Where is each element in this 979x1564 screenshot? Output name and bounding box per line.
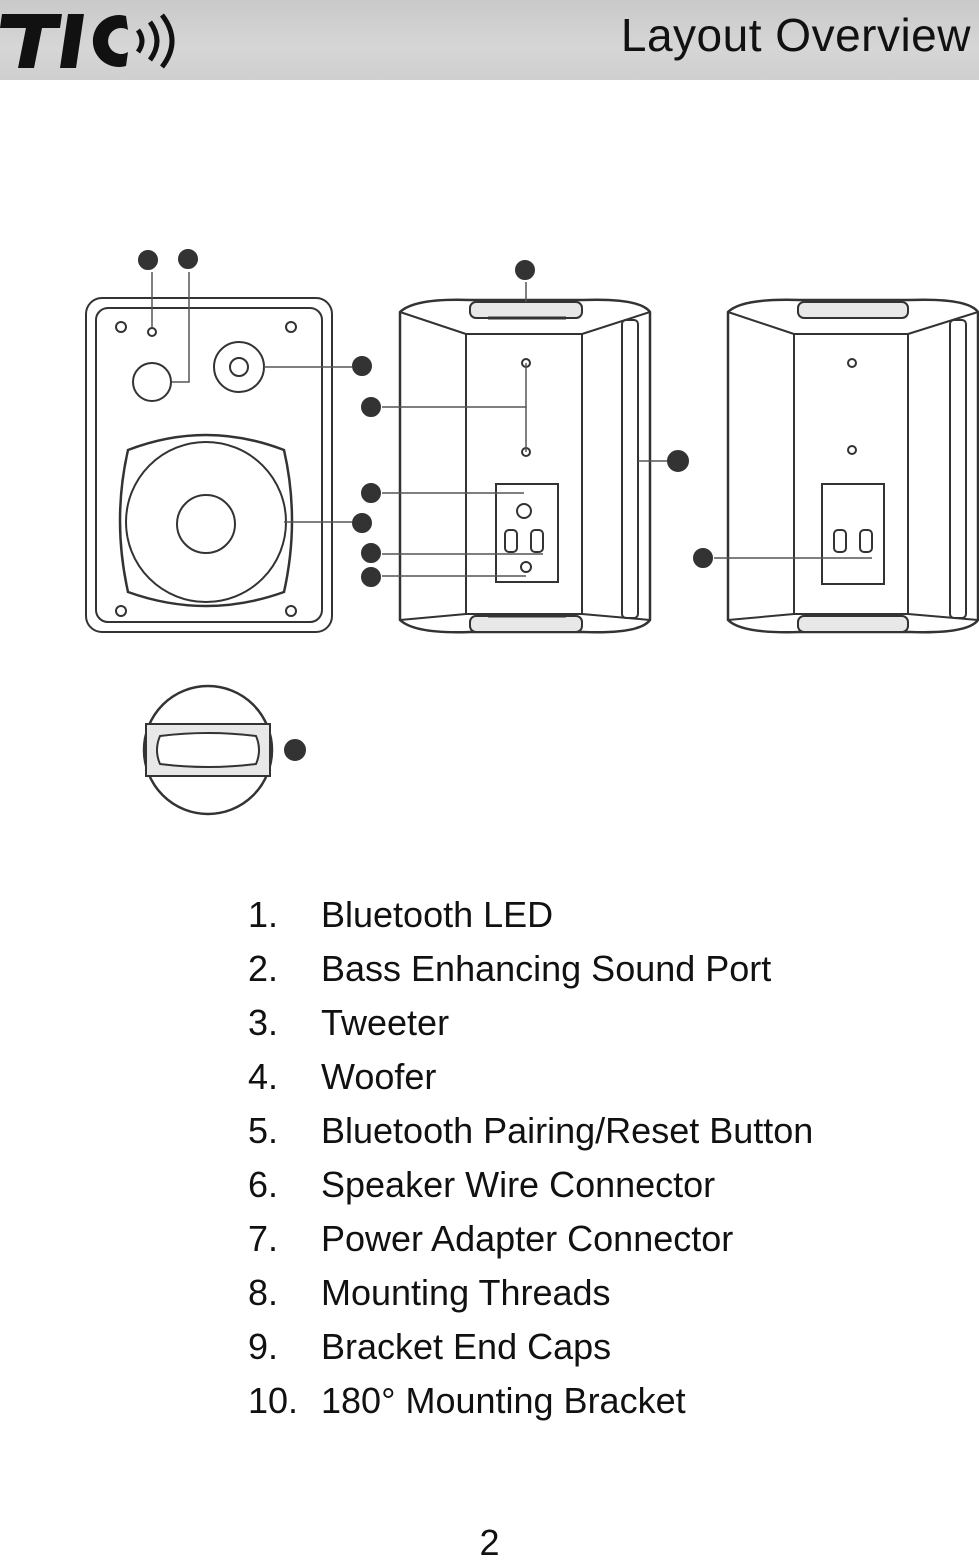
- speaker-front-view: [85, 297, 333, 633]
- svg-text:1: 1: [145, 253, 152, 267]
- svg-text:10: 10: [672, 457, 684, 468]
- callout-7: 7: [361, 483, 381, 503]
- callout-1: 1: [138, 250, 158, 270]
- speaker-rear-view: [398, 298, 652, 634]
- svg-text:6: 6: [368, 546, 375, 560]
- list-item: 5.Bluetooth Pairing/Reset Button: [248, 1110, 814, 1151]
- svg-text:5: 5: [368, 570, 375, 584]
- svg-text:6: 6: [700, 551, 707, 565]
- speaker-diagram: 1 2 3 4 5 6 7 8 9 10 6 9: [85, 249, 979, 816]
- svg-text:7: 7: [368, 486, 375, 500]
- header-bar: Layout Overview: [0, 0, 979, 80]
- tic-logo: [0, 13, 175, 69]
- list-item: 8.Mounting Threads: [248, 1272, 611, 1313]
- list-item: 2.Bass Enhancing Sound Port: [248, 948, 772, 989]
- svg-text:9: 9: [292, 743, 299, 757]
- list-item: 6.Speaker Wire Connector: [248, 1164, 716, 1205]
- svg-text:9: 9: [522, 263, 529, 277]
- tweeter-icon: [213, 341, 265, 393]
- end-cap-detail: [142, 684, 274, 816]
- list-item: 9.Bracket End Caps: [248, 1326, 612, 1367]
- page-number: 2: [479, 1522, 500, 1563]
- woofer-icon: [125, 441, 287, 603]
- callout-5: 5: [361, 567, 381, 587]
- list-item: 3.Tweeter: [248, 1002, 450, 1043]
- list-item: 1.Bluetooth LED: [248, 894, 554, 935]
- list-item: 10.180° Mounting Bracket: [248, 1380, 686, 1421]
- callout-4: 4: [352, 513, 372, 533]
- callout-6: 6: [361, 543, 381, 563]
- parts-legend: 1.Bluetooth LED 2.Bass Enhancing Sound P…: [248, 888, 813, 1428]
- callout-2: 2: [178, 249, 198, 269]
- callout-9-alt: 9: [284, 739, 306, 761]
- page-title: Layout Overview: [620, 9, 971, 61]
- svg-text:2: 2: [185, 252, 192, 266]
- list-item: 4.Woofer: [248, 1056, 437, 1097]
- list-item: 7.Power Adapter Connector: [248, 1218, 734, 1259]
- callout-3: 3: [352, 356, 372, 376]
- svg-text:8: 8: [368, 400, 375, 414]
- svg-text:4: 4: [359, 516, 366, 530]
- callout-10: 10: [667, 450, 689, 472]
- bass-port-icon: [132, 362, 172, 402]
- speaker-rear-view-alt: [726, 298, 979, 634]
- svg-text:3: 3: [359, 359, 366, 373]
- callout-6-alt: 6: [693, 548, 713, 568]
- callout-9: 9: [515, 260, 535, 280]
- callout-8: 8: [361, 397, 381, 417]
